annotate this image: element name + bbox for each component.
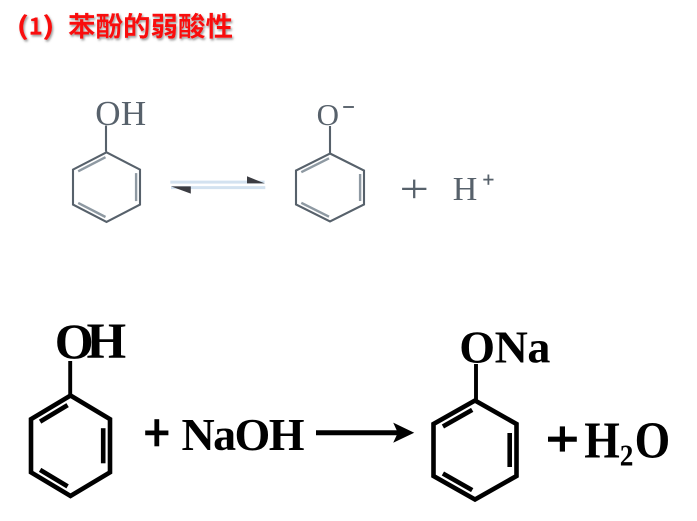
- svg-text:O: O: [635, 411, 671, 469]
- svg-text:H: H: [453, 171, 478, 208]
- svg-text:O: O: [55, 313, 94, 369]
- svg-text:O: O: [317, 97, 339, 132]
- svg-text:2: 2: [620, 439, 634, 473]
- svg-text:H: H: [584, 411, 620, 469]
- svg-text:NaOH: NaOH: [182, 409, 305, 460]
- svg-text:H: H: [87, 314, 127, 370]
- svg-text:OH: OH: [95, 94, 146, 133]
- svg-text:ONa: ONa: [459, 321, 550, 372]
